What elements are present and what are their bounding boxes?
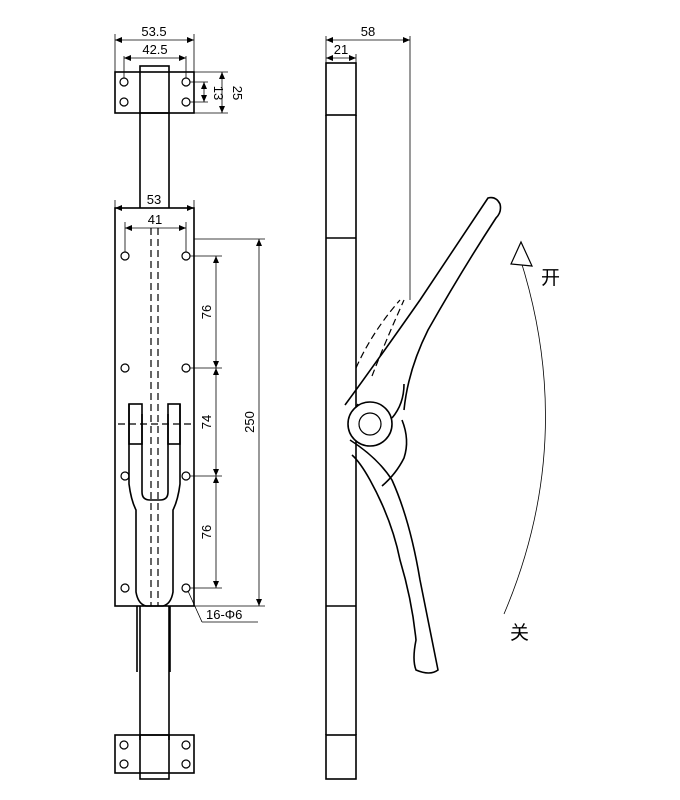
bottom-mounting-plate xyxy=(114,734,195,780)
dim-main-plate-width: 53 xyxy=(147,192,161,207)
mount-hole xyxy=(120,583,130,593)
lever-handle xyxy=(344,196,502,674)
mount-hole xyxy=(120,251,130,261)
dim-hole-pitch-lower: 76 xyxy=(199,525,214,539)
side-view: 开 关 58 21 xyxy=(325,24,560,780)
dim-top-hole-spacing: 42.5 xyxy=(142,42,167,57)
top-mounting-plate xyxy=(114,65,195,114)
arrow-head-open xyxy=(510,240,533,267)
label-open: 开 xyxy=(541,267,560,289)
label-close: 关 xyxy=(510,622,529,644)
dim-main-hole-spacing: 41 xyxy=(148,212,162,227)
dim-main-plate: 53 41 76 74 76 250 16-Φ6 xyxy=(114,192,265,623)
mount-hole xyxy=(181,363,191,373)
mount-hole xyxy=(120,363,130,373)
mount-hole xyxy=(120,471,130,481)
dim-side-rod-width: 21 xyxy=(334,42,348,57)
dim-main-plate-length: 250 xyxy=(242,411,257,433)
dim-top-plate-height: 25 xyxy=(230,86,245,100)
motion-arc: 开 关 xyxy=(503,240,560,644)
mount-hole xyxy=(181,583,191,593)
mount-hole xyxy=(181,251,191,261)
dim-hole-pitch-middle: 74 xyxy=(199,415,214,429)
dim-side: 58 21 xyxy=(325,24,411,300)
upper-rod xyxy=(139,113,170,208)
dim-hole-pitch-upper: 76 xyxy=(199,305,214,319)
handle-fork xyxy=(128,404,181,607)
front-view: 53.5 42.5 25 13 53 41 xyxy=(114,24,265,780)
lower-rod xyxy=(136,606,171,740)
dim-top-plate: 53.5 42.5 25 13 xyxy=(114,24,245,114)
dim-side-depth: 58 xyxy=(361,24,375,39)
mount-hole xyxy=(181,471,191,481)
hole-callout: 16-Φ6 xyxy=(206,607,242,622)
main-plate xyxy=(114,207,195,607)
pivot-pin xyxy=(358,412,382,436)
dim-top-plate-width: 53.5 xyxy=(141,24,166,39)
dim-top-hole-vertical: 13 xyxy=(211,86,226,100)
